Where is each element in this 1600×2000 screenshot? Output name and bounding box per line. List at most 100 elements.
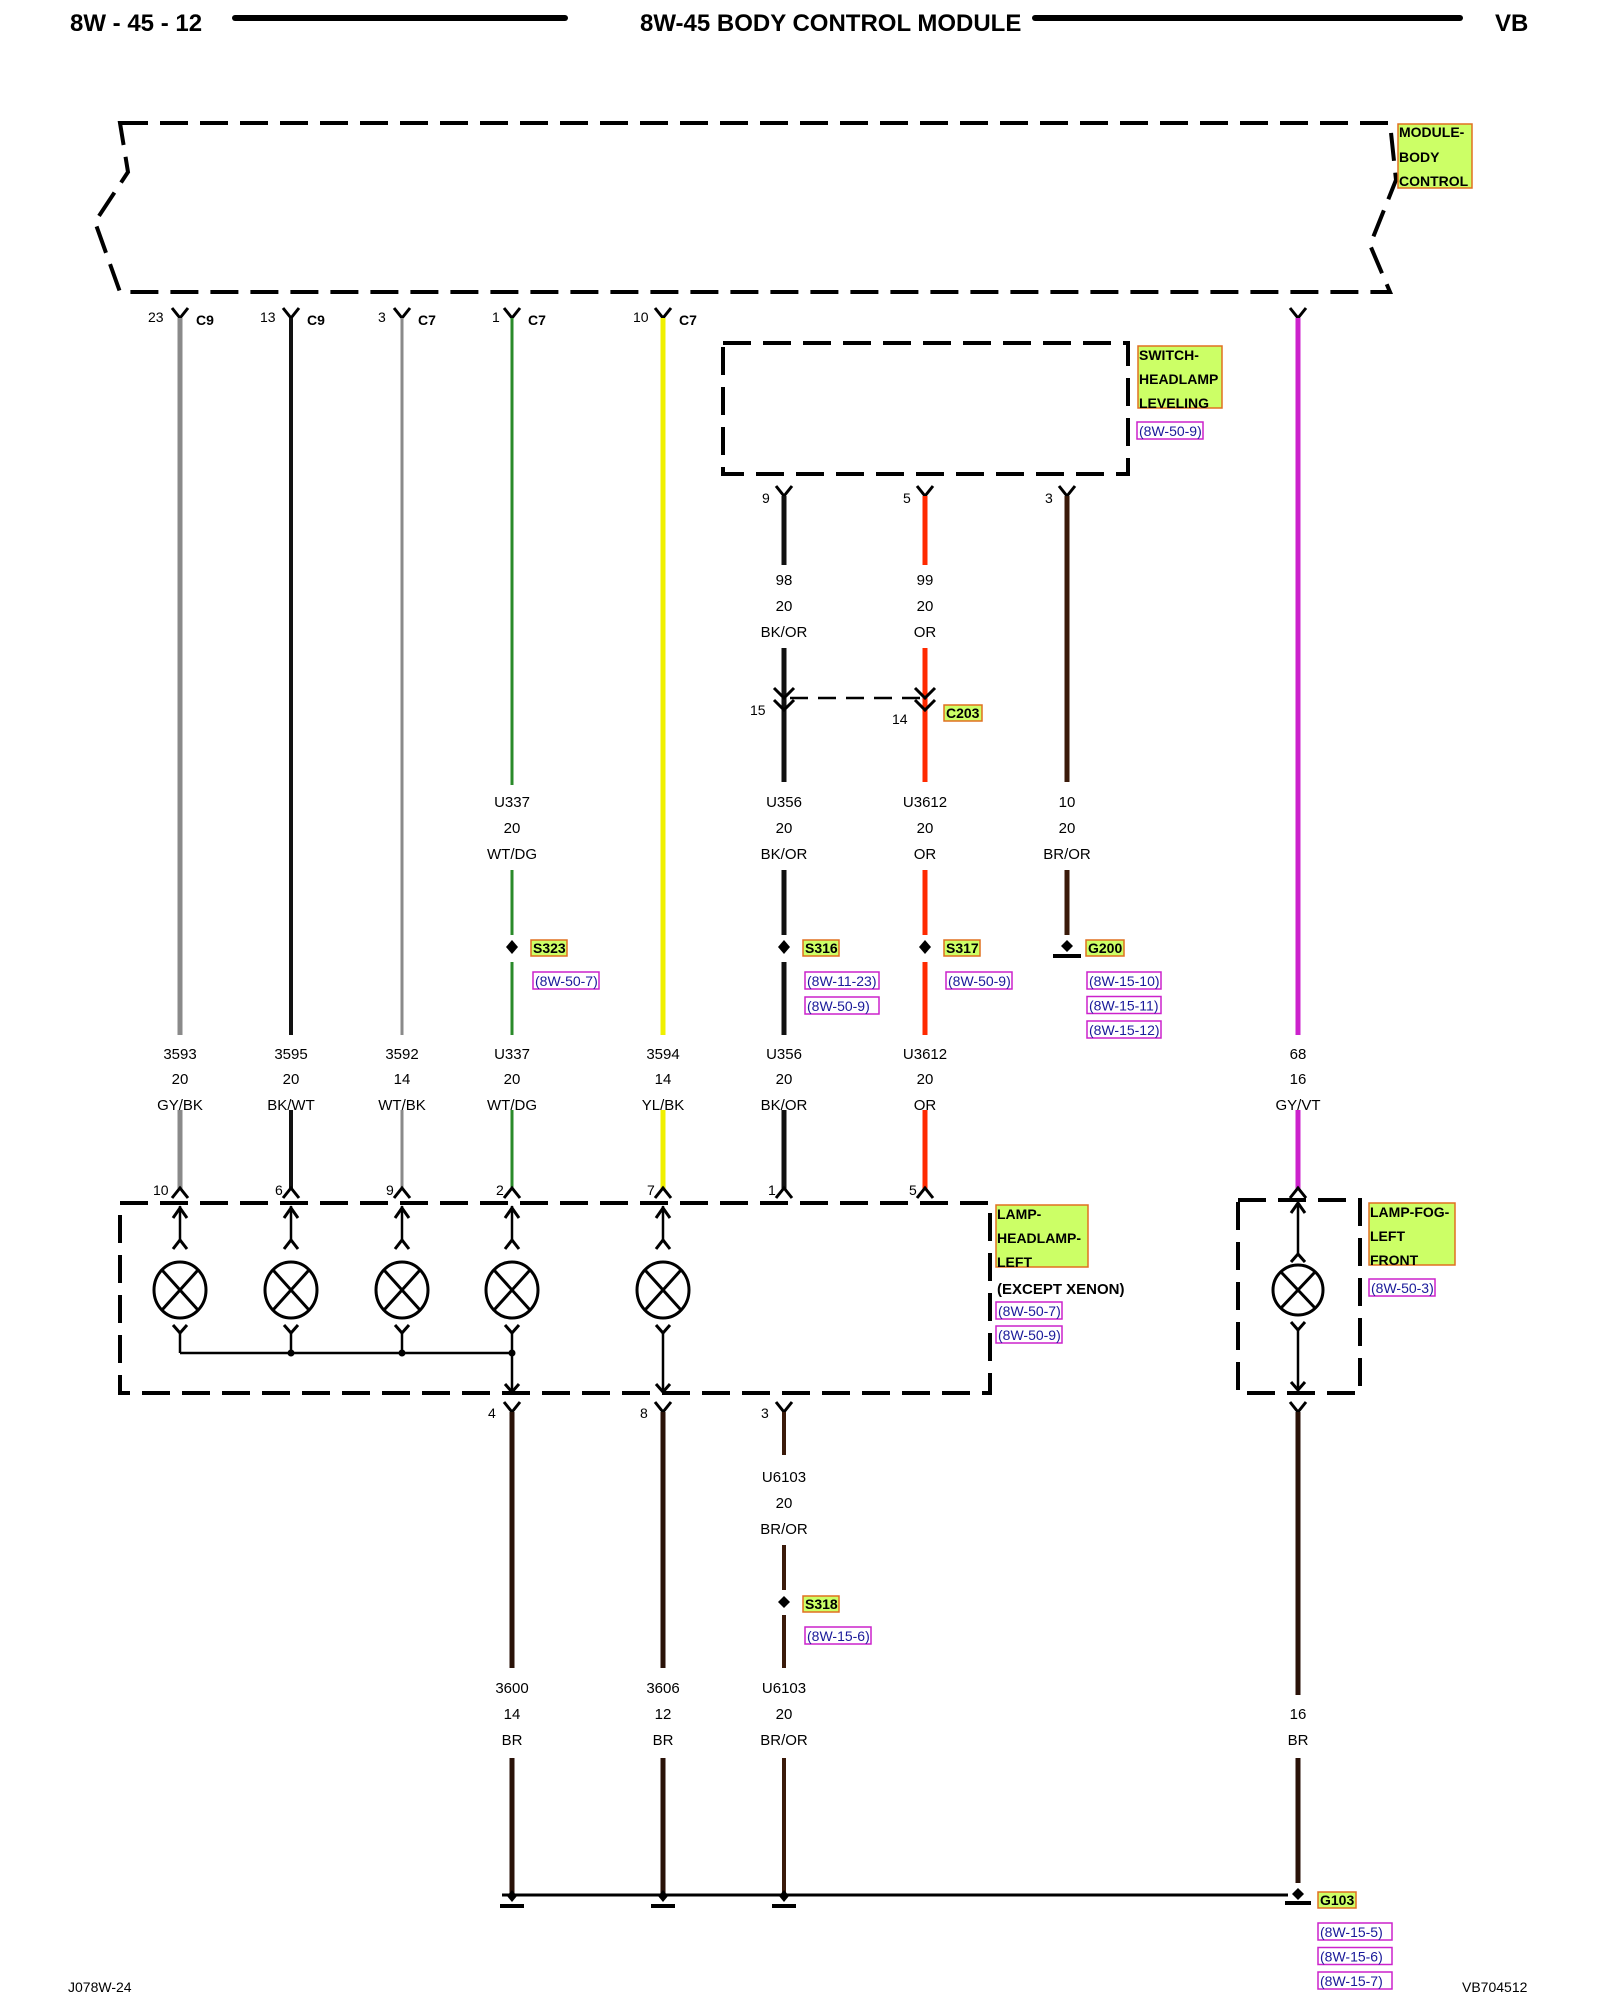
- wire-color: BK/OR: [761, 846, 808, 863]
- wire-color: BK/WT: [267, 1097, 315, 1114]
- wire-gauge: 20: [917, 1071, 934, 1088]
- svg-text:(8W-11-23): (8W-11-23): [807, 973, 877, 989]
- bcm-pin: 13: [260, 309, 276, 325]
- s317-ref-link[interactable]: (8W-50-9): [945, 971, 1013, 990]
- s318-splice-dot[interactable]: [778, 1596, 790, 1608]
- foglamp-left-front-outline[interactable]: [1236, 1198, 1362, 1395]
- g103-ground-icon[interactable]: [1285, 1888, 1311, 1905]
- s318-ref-link[interactable]: (8W-15-6): [804, 1626, 872, 1645]
- s317-tag: S317: [943, 939, 981, 957]
- wire-circuit: U6103: [762, 1680, 806, 1697]
- wire-color: BK/OR: [761, 624, 808, 641]
- svg-text:BODY: BODY: [1399, 149, 1440, 165]
- svg-text:LAMP-FOG-: LAMP-FOG-: [1370, 1204, 1450, 1220]
- wire-gauge: 20: [776, 1071, 793, 1088]
- page-number: 8W - 45 - 12: [70, 10, 202, 37]
- vehicle-code: VB: [1495, 10, 1528, 37]
- wire-gauge: 20: [504, 820, 521, 837]
- svg-text:LAMP-: LAMP-: [997, 1206, 1042, 1222]
- headlamp-left-outline[interactable]: [118, 1201, 992, 1395]
- wire-color: BR/OR: [760, 1521, 808, 1538]
- ground-ref-link[interactable]: (8W-15-12): [1086, 1020, 1162, 1039]
- wire-circuit: 3595: [274, 1046, 307, 1063]
- svg-text:(8W-15-6): (8W-15-6): [807, 1628, 870, 1644]
- ground-ref-link[interactable]: (8W-15-5): [1317, 1922, 1393, 1941]
- switch-pin: 5: [903, 490, 911, 506]
- wire-color: OR: [914, 846, 937, 863]
- svg-text:C203: C203: [946, 705, 980, 721]
- s317-splice-dot[interactable]: [919, 940, 931, 954]
- s316-tag: S316: [802, 939, 840, 957]
- svg-text:(8W-15-11): (8W-15-11): [1089, 998, 1159, 1014]
- svg-text:HEADLAMP: HEADLAMP: [1139, 371, 1218, 387]
- bcm-module-outline[interactable]: [92, 121, 1399, 294]
- ground-ref-link[interactable]: (8W-15-6): [1317, 1946, 1393, 1966]
- bulb-icon: [635, 1205, 691, 1395]
- svg-text:G200: G200: [1088, 940, 1122, 956]
- ground-ref-link[interactable]: (8W-15-10): [1086, 971, 1162, 990]
- lamp-in-pin: 6: [275, 1182, 283, 1198]
- wire-color: BK/OR: [761, 1097, 808, 1114]
- svg-text:FRONT: FRONT: [1370, 1252, 1419, 1268]
- bcm-pin: 10: [633, 309, 649, 325]
- lamp-in-pin: 5: [909, 1182, 917, 1198]
- foglamp-label-tag: LAMP-FOG- LEFT FRONT: [1368, 1202, 1456, 1268]
- svg-text:(8W-50-9): (8W-50-9): [1139, 423, 1202, 439]
- wire-color: YL/BK: [642, 1097, 685, 1114]
- wire-gauge: 20: [1059, 820, 1076, 837]
- lamp-in-pin: 1: [768, 1182, 776, 1198]
- g103-tag: G103: [1317, 1891, 1357, 1909]
- wire-gauge: 20: [776, 598, 793, 615]
- lamp-in-pin: 7: [647, 1182, 655, 1198]
- svg-text:S318: S318: [805, 1596, 838, 1612]
- ground-terminal-icons: [500, 1890, 796, 1908]
- c203-connector-symbol[interactable]: [772, 686, 937, 713]
- wire-color: WT/DG: [487, 846, 537, 863]
- svg-text:LEFT: LEFT: [1370, 1228, 1405, 1244]
- svg-text:MODULE-: MODULE-: [1399, 124, 1465, 140]
- s316-ref-link[interactable]: (8W-50-9): [804, 996, 880, 1015]
- lamp-out-terminal-symbols: [502, 1401, 1308, 1415]
- s323-ref-link[interactable]: (8W-50-7): [532, 971, 600, 990]
- headlamp-ref-link[interactable]: (8W-50-7): [995, 1301, 1063, 1320]
- switch-headlamp-leveling-outline[interactable]: [721, 341, 1130, 476]
- wire-gauge: 20: [917, 820, 934, 837]
- footer-left-code: J078W-24: [68, 1979, 132, 1995]
- svg-text:(8W-50-9): (8W-50-9): [948, 973, 1011, 989]
- wire-gauge: 14: [655, 1071, 672, 1088]
- svg-text:S317: S317: [946, 940, 979, 956]
- svg-text:(8W-50-7): (8W-50-7): [535, 973, 598, 989]
- switch-terminal-symbols: [774, 485, 1077, 499]
- foglamp-ref-link[interactable]: (8W-50-3): [1368, 1278, 1436, 1297]
- wire-gauge: 14: [504, 1706, 521, 1723]
- bcm-label-tag: MODULE- BODY CONTROL: [1397, 123, 1473, 189]
- wire-gauge: 20: [172, 1071, 189, 1088]
- bus-junction-dots: [287, 1349, 516, 1357]
- s323-splice-dot[interactable]: [506, 940, 518, 954]
- wire-gauge: 20: [283, 1071, 300, 1088]
- switch-pin: 3: [1045, 490, 1053, 506]
- s316-ref-link[interactable]: (8W-11-23): [804, 971, 880, 990]
- s316-splice-dot[interactable]: [778, 940, 790, 954]
- svg-text:(8W-50-7): (8W-50-7): [998, 1303, 1061, 1319]
- wire-circuit: U3612: [903, 1046, 947, 1063]
- switch-pin: 9: [762, 490, 770, 506]
- g200-ground-icon[interactable]: [1053, 940, 1081, 958]
- bcm-connector: C9: [196, 312, 214, 328]
- bulb-bus-drop: [503, 1353, 521, 1395]
- bulb-icon: [374, 1205, 430, 1353]
- ground-ref-link[interactable]: (8W-15-11): [1086, 995, 1162, 1015]
- wire-circuit: 3606: [646, 1680, 679, 1697]
- wire-color: GY/VT: [1275, 1097, 1320, 1114]
- svg-text:LEVELING: LEVELING: [1139, 395, 1209, 411]
- headlamp-ref-link[interactable]: (8W-50-9): [995, 1325, 1063, 1344]
- wire-circuit: 3592: [385, 1046, 418, 1063]
- bcm-pin: 1: [492, 309, 500, 325]
- s318-tag: S318: [802, 1595, 840, 1613]
- wire-color: OR: [914, 1097, 937, 1114]
- switch-ref-link[interactable]: (8W-50-9): [1136, 421, 1204, 440]
- ground-ref-link[interactable]: (8W-15-7): [1317, 1971, 1393, 1990]
- bulb-icon: [484, 1205, 540, 1353]
- page-title: 8W-45 BODY CONTROL MODULE: [640, 10, 1021, 37]
